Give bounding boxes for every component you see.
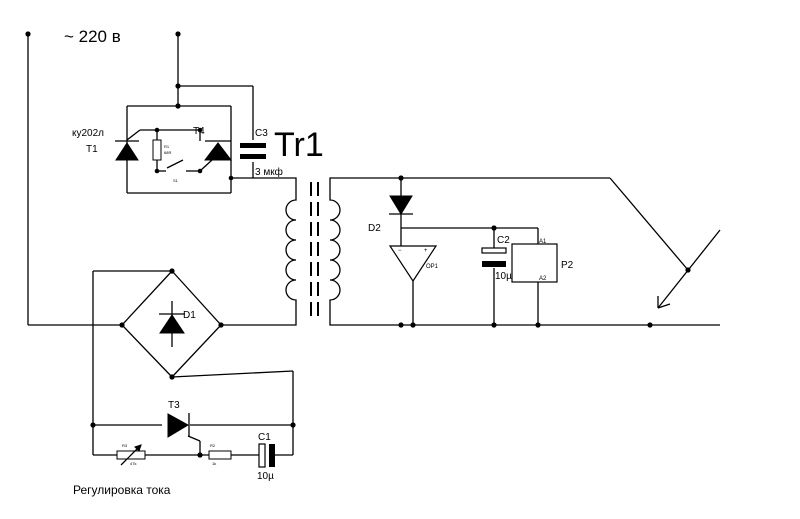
svg-text:68R: 68R <box>164 150 171 155</box>
capacitor-c2 <box>481 247 507 267</box>
svg-text:S1: S1 <box>173 178 179 183</box>
svg-text:+: + <box>424 248 428 254</box>
c2-value: 10µ <box>495 271 512 282</box>
junction-dot <box>197 168 203 174</box>
capacitor-c3 <box>240 143 266 159</box>
supply-label: ~ 220 в <box>64 27 121 46</box>
d2-label: D2 <box>368 223 381 234</box>
diode-bridge-d1 <box>121 270 222 378</box>
junction-dot <box>175 103 181 109</box>
variable-resistor-r3: R3 47k <box>116 443 146 466</box>
t1-label: T1 <box>86 144 98 155</box>
junction-dot <box>535 322 541 328</box>
mains-wires <box>27 34 254 326</box>
thyristor-t1 <box>115 140 139 161</box>
thyristor-t3 <box>167 413 190 438</box>
switch-block-wires <box>126 105 254 194</box>
c1-label: C1 <box>258 432 271 443</box>
control-wires <box>92 270 294 456</box>
relay-p2 <box>511 243 558 283</box>
junction-dot <box>491 225 497 231</box>
junction-dot <box>197 127 203 133</box>
t1-type-label: ку202л <box>72 128 104 139</box>
junction-dot <box>647 322 653 328</box>
junction-dot <box>90 422 96 428</box>
junction-dot <box>218 322 224 328</box>
svg-text:1k: 1k <box>212 461 216 466</box>
mains-terminal-right <box>175 31 181 37</box>
junction-dot <box>398 322 404 328</box>
mains-terminal-left <box>25 31 31 37</box>
relay-label: P2 <box>561 260 574 271</box>
svg-text:47k: 47k <box>130 461 136 466</box>
opamp-op1: − + <box>388 245 438 283</box>
transformer-tr1 <box>221 177 353 326</box>
junction-dot <box>398 175 404 181</box>
c3-value: 3 мкф <box>255 166 283 178</box>
electrode-arrow <box>657 229 721 309</box>
svg-text:R1: R1 <box>164 144 170 149</box>
capacitor-c1 <box>258 443 275 468</box>
c3-label: C3 <box>255 128 268 139</box>
d1-label: D1 <box>183 310 196 321</box>
current-control-label: Регулировка тока <box>73 483 171 497</box>
junction-dot <box>290 422 296 428</box>
diode-d2 <box>389 195 413 215</box>
junction-dot <box>119 322 125 328</box>
junction-dot <box>175 83 181 89</box>
c2-label: C2 <box>497 235 510 246</box>
svg-text:−: − <box>398 248 402 254</box>
junction-dot <box>154 127 160 133</box>
resistor-r1 <box>152 139 162 161</box>
junction-dot <box>154 168 160 174</box>
c1-value: 10µ <box>257 471 274 482</box>
junction-dot <box>197 452 203 458</box>
junction-dot <box>410 322 416 328</box>
relay-pin-a2: A2 <box>539 276 547 282</box>
t4-label: T4 <box>193 126 205 137</box>
svg-text:R3: R3 <box>122 443 128 448</box>
resistor-r2: R2 1k <box>208 443 232 466</box>
relay-pin-a1: A1 <box>539 239 547 245</box>
transformer-label: Tr1 <box>274 126 324 164</box>
junction-dot <box>228 175 234 181</box>
thyristor-t4 <box>203 140 233 161</box>
t3-label: T3 <box>168 400 180 411</box>
op1-label: OP1 <box>426 264 439 270</box>
junction-dot <box>491 322 497 328</box>
svg-text:R2: R2 <box>210 443 216 448</box>
